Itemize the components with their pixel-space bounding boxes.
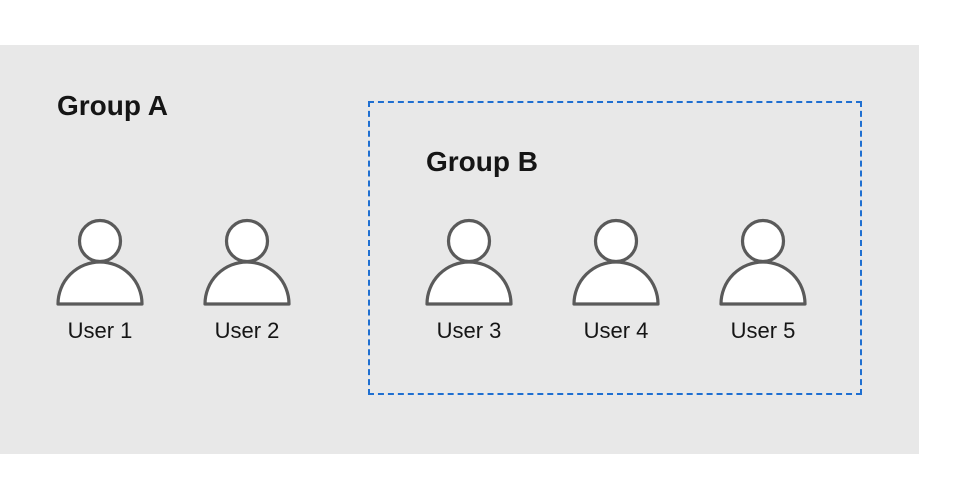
user-1: User 1	[55, 218, 145, 349]
user-2-label: User 2	[214, 318, 280, 343]
user-4-label: User 4	[583, 318, 649, 343]
user-2: User 2	[202, 218, 292, 349]
user-1-label: User 1	[67, 318, 133, 343]
user-5: User 5	[718, 218, 808, 349]
group-b-container	[368, 101, 862, 395]
user-icon	[425, 218, 513, 306]
user-icon	[56, 218, 144, 306]
group-a-title: Group A	[57, 90, 168, 121]
user-icon	[572, 218, 660, 306]
user-icon	[203, 218, 291, 306]
user-5-label: User 5	[730, 318, 796, 343]
user-icon	[719, 218, 807, 306]
user-3: User 3	[424, 218, 514, 349]
user-4: User 4	[571, 218, 661, 349]
user-3-label: User 3	[436, 318, 502, 343]
group-b-title: Group B	[426, 146, 538, 177]
